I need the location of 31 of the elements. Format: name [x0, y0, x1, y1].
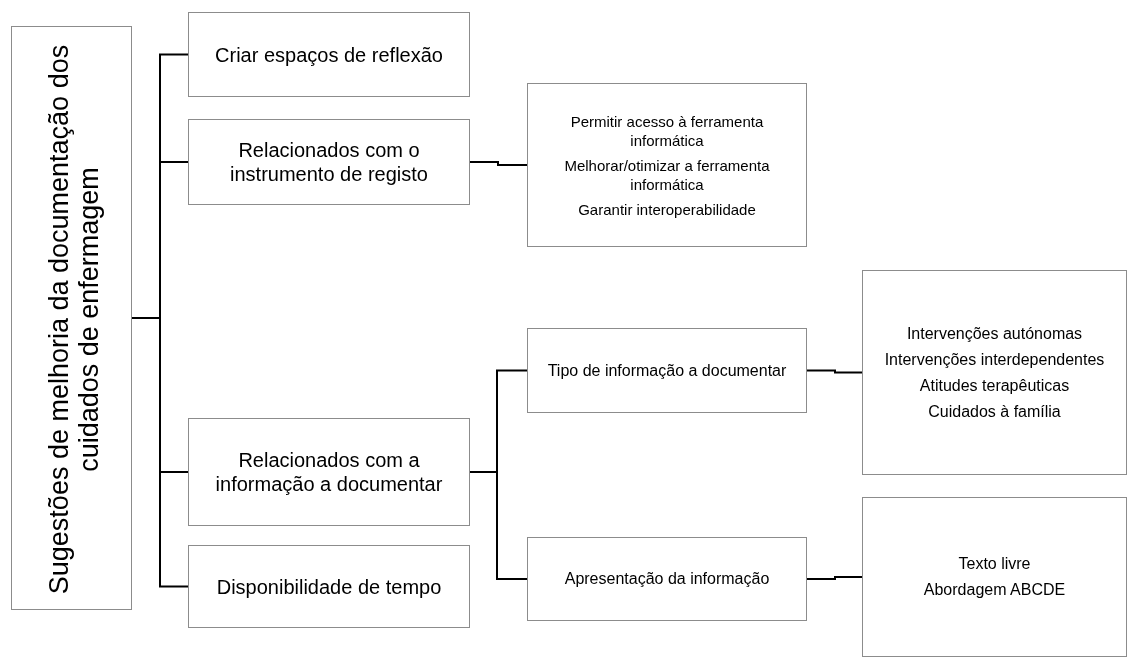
text-box [527, 537, 807, 621]
node-text: Atitudes terapêuticas [919, 375, 1070, 396]
text-box [188, 418, 470, 526]
text-box [11, 26, 132, 610]
node-text: Relacionados com o instrumento de registo [229, 138, 429, 186]
connector-line [469, 161, 528, 166]
text-box [862, 497, 1127, 657]
node-text: Cuidados à família [928, 401, 1061, 422]
text-box [527, 328, 807, 413]
node-text: Apresentação da informação [564, 569, 770, 589]
node-text: Intervenções interdependentes [884, 349, 1105, 370]
node-text: Abordagem ABCDE [923, 580, 1066, 600]
node-text: Relacionados com a informação a documentar [214, 448, 444, 496]
node-text: Intervenções autónomas [906, 323, 1083, 344]
text-box [527, 83, 807, 247]
connector-line [469, 471, 528, 580]
connector-line [806, 369, 863, 374]
node-text: Texto livre [958, 554, 1031, 574]
node-text: Criar espaços de reflexão [215, 42, 443, 67]
node-text: Garantir interoperabilidade [578, 199, 756, 219]
text-box [188, 119, 470, 205]
node-text: Tipo de informação a documentar [547, 360, 787, 381]
node-text: Sugestões de melhoria da documentação dos cuidados de enfermagem [42, 43, 103, 596]
connector-line [131, 317, 189, 588]
text-box [188, 12, 470, 97]
node-text: Disponibilidade de tempo [216, 574, 442, 599]
text-box [862, 270, 1127, 475]
node-text: Melhorar/otimizar a ferramenta informática [563, 155, 771, 194]
connector-line [806, 576, 863, 580]
node-text: Permitir acesso à ferramenta informática [569, 111, 765, 150]
text-box [188, 545, 470, 628]
